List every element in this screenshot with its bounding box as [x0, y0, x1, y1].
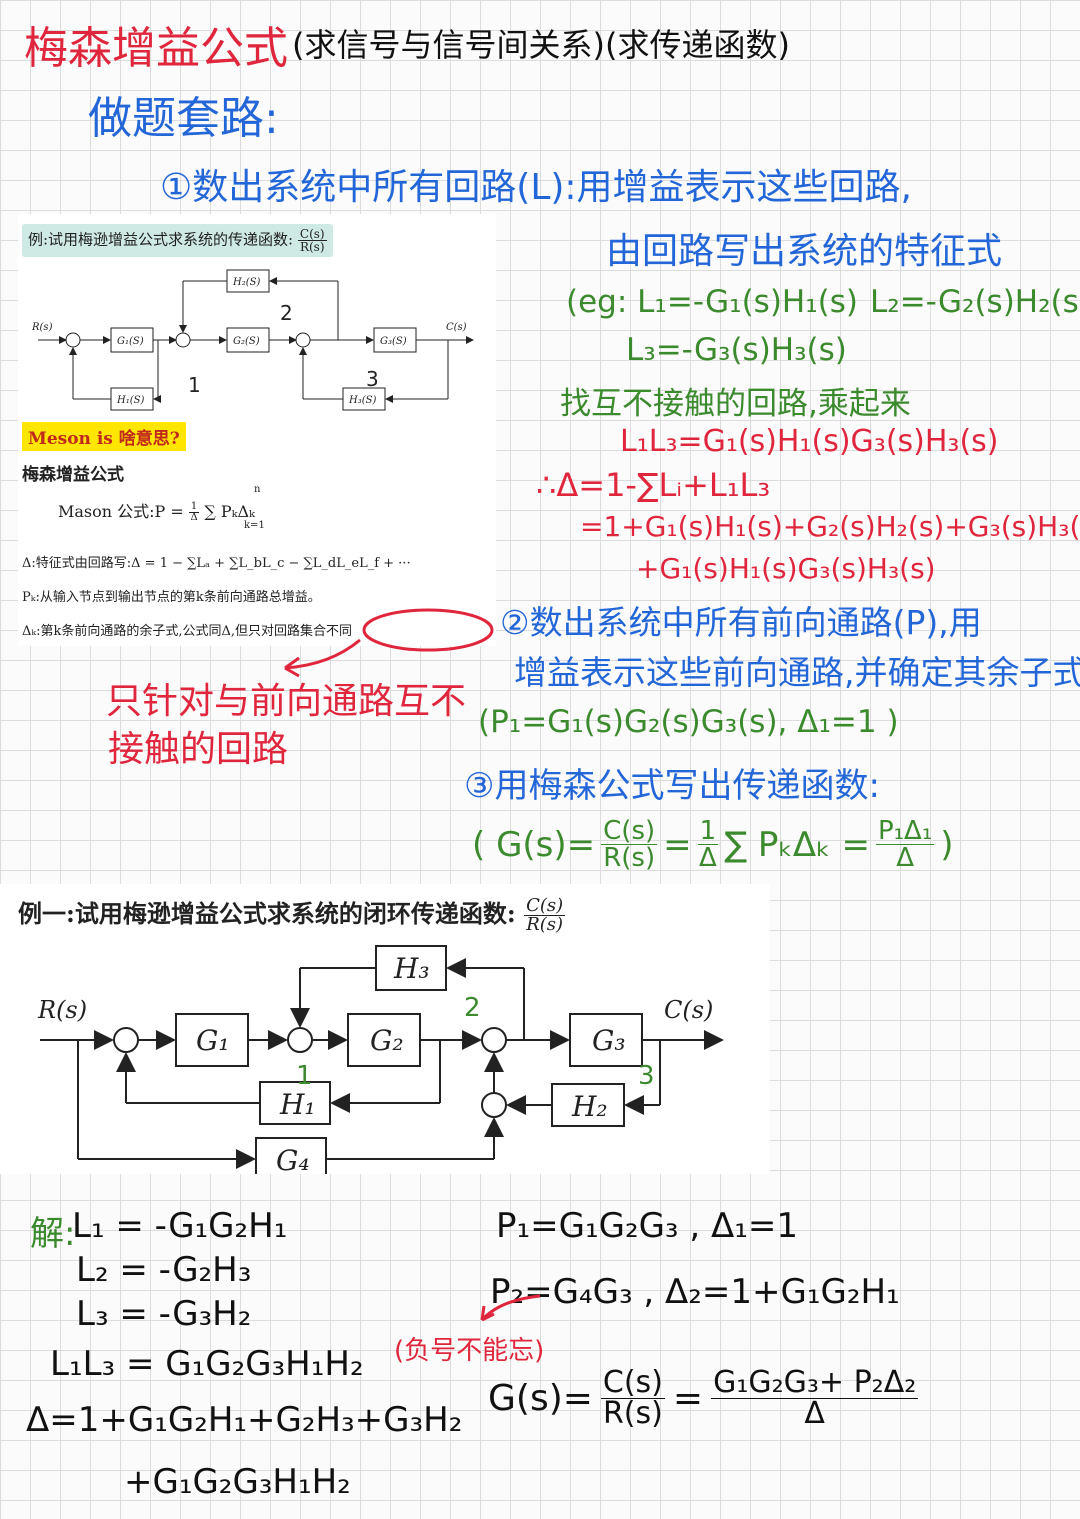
solution-prefix: 解: — [30, 1206, 75, 1255]
step1-line2: 由回路写出系统的特征式 — [606, 222, 1002, 274]
formula-den1: R(s) — [603, 845, 655, 871]
example1-block-h1: H₁ — [279, 1088, 316, 1121]
printed-block-h2: H₂(S) — [232, 277, 260, 288]
mason-one-over-delta: 1 Δ — [189, 502, 199, 523]
formula-num2: 1 — [698, 818, 719, 845]
example1-block-g4: G₄ — [276, 1144, 310, 1174]
solution-l1l3: L₁L₃ = G₁G₂G₃H₁H₂ — [50, 1344, 364, 1384]
printed-section-heading: 梅森增益公式 — [22, 460, 124, 485]
mason-formula: Mason 公式:P = 1 Δ ∑ PₖΔₖ — [58, 498, 255, 523]
example1-loop-mark-1: 1 — [296, 1061, 313, 1091]
formula-frac2: 1 Δ — [698, 818, 719, 871]
printed-block-g3: G₃(S) — [380, 336, 407, 347]
step1-eg1: (eg: L₁=-G₁(s)H₁(s) — [566, 284, 858, 320]
printed-block-g2: G₂(S) — [233, 336, 260, 347]
gs-left: G(s)= — [488, 1378, 593, 1419]
page-title: 梅森增益公式 — [24, 12, 288, 76]
printed-question-text: 例:试用梅逊增益公式求系统的传递函数: — [28, 231, 293, 249]
solution-delta-cont: +G₁G₂G₃H₁H₂ — [124, 1462, 351, 1502]
neg-sign-note: (负号不能忘) — [394, 1330, 544, 1367]
example1-panel: 例一:试用梅逊增益公式求系统的闭环传递函数: C(s) R(s) — [0, 884, 770, 1174]
solution-l2: L₂ = -G₂H₃ — [76, 1250, 251, 1290]
example1-block-h3: H₃ — [393, 952, 430, 985]
step2-line1: ②数出系统中所有前向通路(P),用 — [500, 596, 982, 644]
step3-formula: ( G(s)= C(s) R(s) = 1 Δ ∑ PₖΔₖ = P₁Δ₁ Δ … — [472, 818, 954, 871]
example1-block-g2: G₂ — [370, 1024, 404, 1057]
example1-loop-mark-2: 2 — [464, 993, 481, 1023]
gs-den2: Δ — [804, 1399, 825, 1429]
example1-question-den: R(s) — [526, 916, 563, 934]
printed-question-den: R(s) — [300, 241, 325, 253]
formula-close: ) — [940, 825, 953, 865]
gs-den1: R(s) — [603, 1399, 663, 1429]
step1-line1: ①数出系统中所有回路(L):用增益表示这些回路, — [160, 158, 912, 210]
solution-p1: P₁=G₁G₂G₃ , Δ₁=1 — [496, 1206, 798, 1246]
step1-nontouch: 找互不接触的回路,乘起来 — [560, 378, 911, 423]
formula-den2: Δ — [699, 845, 717, 871]
solution-l3: L₃ = -G₃H₂ — [76, 1294, 251, 1334]
step3-line1: ③用梅森公式写出传递函数: — [464, 758, 880, 807]
example1-question: 例一:试用梅逊增益公式求系统的闭环传递函数: C(s) R(s) — [18, 894, 565, 934]
example1-loop-mark-3: 3 — [638, 1061, 655, 1091]
solution-p2: P₂=G₄G₃ , Δ₂=1+G₁G₂H₁ — [490, 1272, 900, 1312]
gs-frac1: C(s) R(s) — [601, 1368, 665, 1429]
note-line1: 只针对与前向通路互不 — [106, 672, 466, 724]
example1-output-label: C(s) — [664, 996, 713, 1024]
dk-definition: Δₖ:第k条前向通路的余子式,公式同Δ,但只对回路集合不同 — [22, 620, 352, 639]
gs-num1: C(s) — [601, 1368, 665, 1399]
printed-output-label: C(s) — [446, 322, 467, 333]
example1-block-diagram: R(s) C(s) G₁ G₂ G₃ H₁ H₂ H₃ G₄ 1 2 3 — [0, 934, 770, 1174]
routine-heading: 做题套路: — [88, 82, 279, 146]
example1-block-g1: G₁ — [196, 1024, 230, 1057]
step1-delta3: +G₁(s)H₁(s)G₃(s)H₃(s) — [636, 552, 936, 585]
printed-example-panel: 例:试用梅逊增益公式求系统的传递函数: C(s) R(s) — [18, 214, 496, 646]
formula-num3: P₁Δ₁ — [876, 818, 934, 845]
solution-l1: L₁ = -G₁G₂H₁ — [72, 1206, 287, 1246]
solution-delta: Δ=1+G₁G₂H₁+G₂H₃+G₃H₂ — [26, 1400, 462, 1440]
formula-frac1: C(s) R(s) — [601, 818, 657, 871]
step1-eg3: L₃=-G₃(s)H₃(s) — [626, 332, 847, 368]
formula-mid: = — [663, 825, 692, 865]
example1-block-h2: H₂ — [571, 1090, 608, 1123]
printed-block-h1: H₁(S) — [116, 395, 144, 406]
step2-example: (P₁=G₁(s)G₂(s)G₃(s), Δ₁=1 ) — [478, 704, 899, 740]
mason-formula-label: Mason 公式:P = — [58, 502, 189, 521]
printed-block-g1: G₁(S) — [117, 336, 144, 347]
formula-left: ( G(s)= — [472, 825, 595, 865]
delta-definition: Δ:特征式由回路写:Δ = 1 − ∑Lₐ + ∑L_bL_c − ∑L_dL_… — [22, 552, 411, 571]
printed-block-h3: H₃(S) — [348, 395, 376, 406]
formula-num1: C(s) — [601, 818, 657, 845]
mason-bottom-limit: k=1 — [244, 520, 265, 531]
printed-loop-mark-1: 1 — [188, 373, 201, 397]
step1-eg2: L₂=-G₂(s)H₂(s) — [870, 284, 1080, 320]
gs-eq: = — [673, 1378, 703, 1419]
page-subtitle: (求信号与信号间关系)(求传递函数) — [292, 20, 790, 66]
gs-formula: G(s)= C(s) R(s) = G₁G₂G₃+ P₂Δ₂ Δ — [488, 1368, 918, 1429]
formula-sum: ∑ PₖΔₖ = — [724, 825, 870, 865]
example1-input-label: R(s) — [37, 996, 87, 1024]
step1-l1l3: L₁L₃=G₁(s)H₁(s)G₃(s)H₃(s) — [620, 424, 999, 459]
example1-question-fraction: C(s) R(s) — [524, 897, 565, 934]
printed-loop-mark-2: 2 — [280, 301, 293, 325]
mason-top-limit: n — [254, 484, 260, 495]
mason-sum: ∑ PₖΔₖ — [204, 502, 255, 521]
gs-frac2: G₁G₂G₃+ P₂Δ₂ Δ — [711, 1368, 918, 1429]
printed-question-fraction: C(s) R(s) — [298, 228, 327, 253]
mason-den: Δ — [190, 513, 197, 523]
formula-frac3: P₁Δ₁ Δ — [876, 818, 934, 871]
pk-definition: Pₖ:从输入节点到输出节点的第k条前向通路总增益。 — [22, 586, 321, 605]
printed-input-label: R(s) — [31, 322, 53, 333]
meson-highlight: Meson is 啥意思? — [22, 422, 186, 451]
gs-num2: G₁G₂G₃+ P₂Δ₂ — [711, 1368, 918, 1399]
example1-question-text: 例一:试用梅逊增益公式求系统的闭环传递函数: — [18, 899, 516, 928]
step2-line2: 增益表示这些前向通路,并确定其余子式 — [514, 646, 1080, 694]
printed-loop-mark-3: 3 — [366, 367, 379, 391]
formula-den3: Δ — [896, 845, 914, 871]
example1-block-g3: G₃ — [592, 1024, 626, 1057]
step1-delta2: =1+G₁(s)H₁(s)+G₂(s)H₂(s)+G₃(s)H₃(s) — [580, 510, 1080, 543]
note-line2: 接触的回路 — [108, 720, 288, 772]
step1-delta1: ∴Δ=1-∑Lᵢ+L₁L₃ — [536, 466, 770, 504]
printed-question: 例:试用梅逊增益公式求系统的传递函数: C(s) R(s) — [22, 224, 333, 257]
